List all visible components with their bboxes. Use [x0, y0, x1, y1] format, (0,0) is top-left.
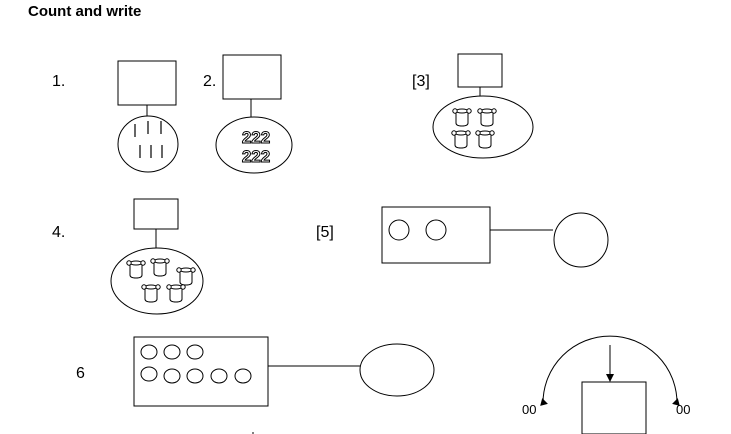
count-oval-1 [117, 115, 179, 173]
pot-icon [452, 108, 472, 127]
q2-text-line2: 222 [242, 147, 270, 166]
circle-object [163, 368, 181, 384]
tally-sticks [134, 121, 163, 158]
arrow-diagram: 00 00 [522, 335, 690, 434]
arc [542, 335, 678, 404]
circle-object [425, 219, 447, 241]
left-arrowhead-icon [540, 398, 548, 406]
pot-icon [141, 284, 161, 303]
question-3 [432, 53, 534, 159]
circle-object [140, 366, 158, 382]
question-5 [381, 206, 609, 268]
circle-object [234, 368, 252, 384]
answer-box-1[interactable] [117, 60, 177, 106]
question-2-label: 2. [203, 73, 217, 90]
answer-box-arrow[interactable] [581, 381, 647, 434]
question-2: 222 222 [215, 54, 293, 174]
circle-object [186, 344, 204, 360]
right-arrowhead-icon [672, 398, 680, 406]
question-4-label: 4. [52, 224, 66, 241]
q2-text-line1: 222 [242, 128, 270, 147]
question-6 [133, 336, 435, 434]
right-arrow-label: 00 [676, 402, 690, 417]
answer-oval-6[interactable] [359, 343, 435, 397]
pot-icon [176, 267, 196, 286]
pot-icon [150, 258, 170, 277]
pot-icon [126, 260, 146, 279]
circle-object [163, 344, 181, 360]
count-oval-2 [215, 116, 293, 174]
left-arrow-label: 00 [522, 402, 536, 417]
question-6-label: 6 [76, 365, 85, 382]
circle-object [140, 344, 158, 360]
question-1 [117, 60, 179, 173]
question-5-label: [5] [316, 224, 334, 241]
answer-circle-5[interactable] [553, 212, 609, 268]
count-oval-3 [432, 95, 534, 159]
answer-box-4[interactable] [133, 198, 179, 230]
circle-object [388, 219, 410, 241]
circle-object [186, 368, 204, 384]
question-1-label: 1. [52, 73, 66, 90]
circle-object [210, 368, 228, 384]
pot-icon [475, 130, 495, 149]
question-3-label: [3] [412, 73, 430, 90]
pot-icon [451, 130, 471, 149]
pot-icon [477, 108, 497, 127]
answer-box-2[interactable] [222, 54, 282, 100]
answer-box-3[interactable] [457, 53, 503, 88]
question-4 [110, 198, 204, 315]
page-title: Count and write [28, 3, 142, 20]
pot-icon [166, 284, 186, 303]
